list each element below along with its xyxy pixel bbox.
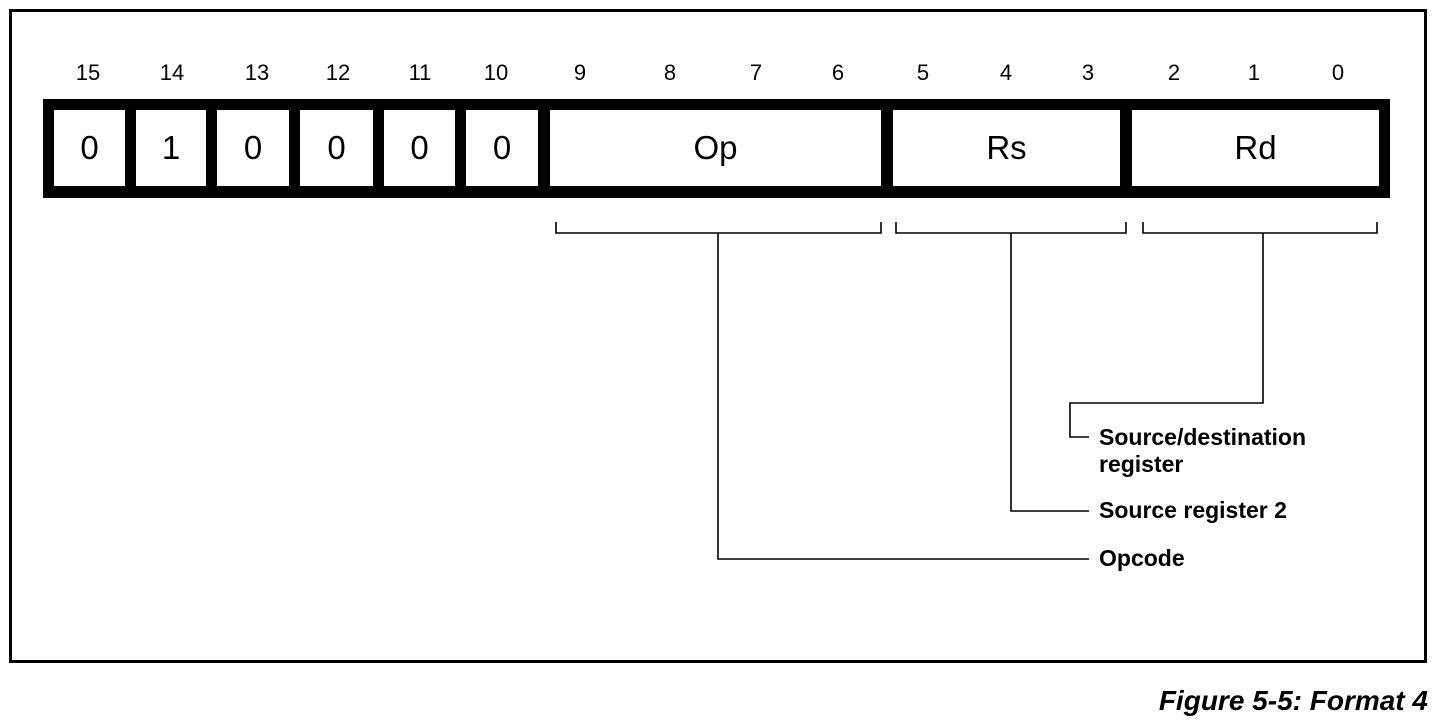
rd-description-line2: register — [1099, 451, 1184, 477]
bit-field-11: 0 — [384, 110, 455, 186]
bit-number-6: 6 — [831, 60, 845, 85]
bit-number-13: 13 — [244, 60, 270, 85]
bit-field-10: 0 — [466, 110, 538, 186]
rd-leader — [1069, 233, 1264, 438]
op-field: Op — [550, 110, 881, 186]
bit-number-4: 4 — [999, 60, 1013, 85]
rd-bracket — [1142, 222, 1378, 234]
bit-number-8: 8 — [663, 60, 677, 85]
bit-number-12: 12 — [325, 60, 351, 85]
bit-field-12: 0 — [300, 110, 373, 186]
rs-leader — [1010, 233, 1089, 512]
figure-caption: Figure 5-5: Format 4 — [1158, 685, 1428, 716]
op-bracket — [555, 222, 882, 234]
rs-field: Rs — [893, 110, 1120, 186]
bit-number-11: 11 — [408, 60, 432, 85]
bit-field-15: 0 — [54, 110, 125, 186]
bit-number-14: 14 — [159, 60, 185, 85]
op-leader — [717, 233, 1089, 560]
bit-field-14: 1 — [136, 110, 206, 186]
rd-description: Source/destination register — [1099, 424, 1306, 478]
rd-description-line1: Source/destination — [1099, 424, 1307, 450]
bit-number-7: 7 — [749, 60, 763, 85]
bit-number-10: 10 — [483, 60, 509, 85]
bit-number-15: 15 — [75, 60, 101, 85]
bit-number-3: 3 — [1081, 60, 1095, 85]
bit-number-2: 2 — [1167, 60, 1181, 85]
bit-number-0: 0 — [1331, 60, 1345, 85]
bit-field-13: 0 — [217, 110, 289, 186]
bit-number-9: 9 — [573, 60, 587, 85]
rd-field: Rd — [1132, 110, 1379, 186]
rs-description: Source register 2 — [1099, 497, 1287, 523]
bit-number-1: 1 — [1247, 60, 1261, 85]
op-description: Opcode — [1099, 545, 1185, 571]
rs-bracket — [895, 222, 1127, 234]
bit-number-5: 5 — [916, 60, 930, 85]
diagram-frame — [9, 9, 1427, 663]
